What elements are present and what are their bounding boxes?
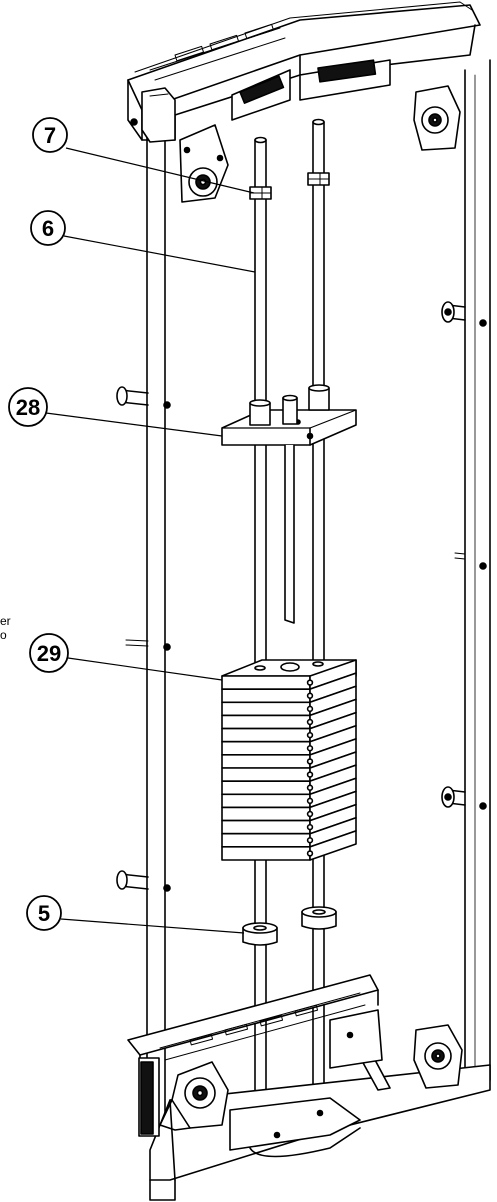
bottom-left-pulley [159,1061,229,1131]
callout-7: 7 [32,117,255,194]
weight-plate [221,698,357,730]
callout-7-label: 7 [44,123,56,148]
right-guide-rod [312,118,325,1096]
head-plate [221,384,357,446]
bottom-right-pulley [413,1024,463,1089]
callout-5: 5 [26,895,245,934]
left-upright [146,129,166,1141]
weight-plate [221,764,357,796]
weight-plate [221,738,357,769]
right-upright [464,59,491,1096]
callout-6-label: 6 [42,216,54,241]
left-storage-pegs [116,386,171,892]
callout-5-label: 5 [38,901,50,926]
weight-plate [221,830,357,861]
callout-28-label: 28 [16,395,40,420]
callout-28: 28 [8,387,223,437]
callouts: 7 6 28 29 5 [8,117,256,934]
weight-stack [221,659,357,861]
selector-stem [284,444,295,624]
callout-29: 29 [29,633,223,681]
callout-29-label: 29 [37,641,61,666]
right-storage-pegs [441,301,487,810]
top-right-pulley [413,85,461,151]
weight-plate [221,659,357,690]
callout-6: 6 [30,210,256,273]
left-bumper [242,922,278,946]
top-frame [127,1,481,143]
clipped-text-line-2: o [0,628,7,642]
left-rod-collar [249,186,272,200]
top-left-pulley [179,124,229,203]
right-bumper [301,906,337,930]
clipped-text-line-1: er [0,614,11,628]
left-guide-rod [254,136,267,1131]
weight-plate [221,724,357,756]
right-rod-collar [307,172,330,186]
